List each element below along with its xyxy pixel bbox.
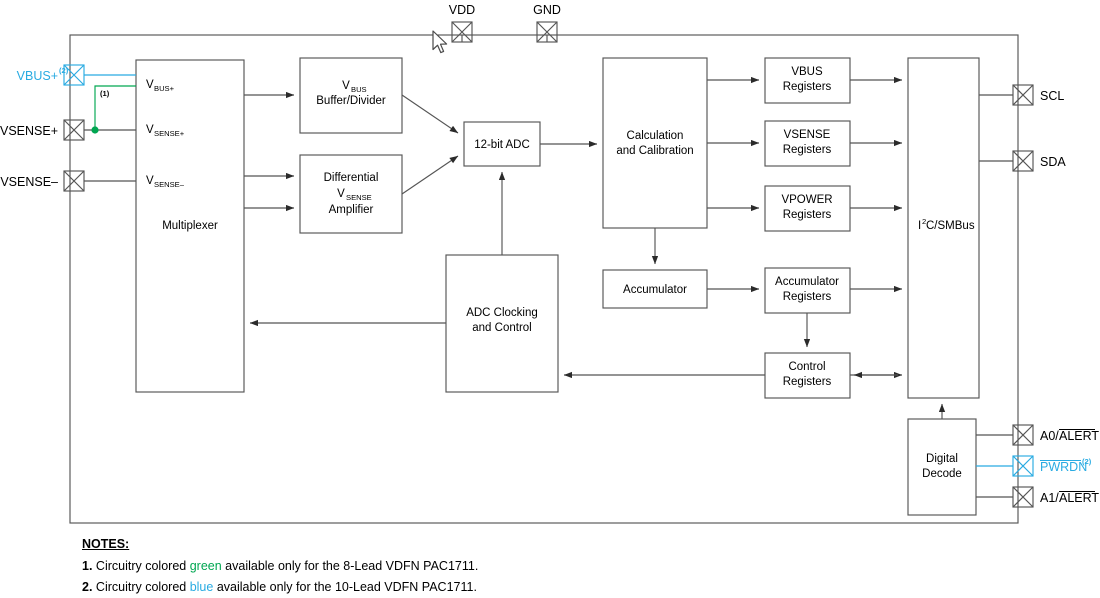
notes-header: NOTES: xyxy=(82,537,130,551)
i2c-smbus-block xyxy=(907,57,980,399)
pin-label-gnd: GND xyxy=(533,3,561,17)
pin-label-pwrdn: PWRDN (2) xyxy=(1040,457,1092,474)
note-item-1: 1. Circuitry colored green available onl… xyxy=(82,556,882,576)
multiplexer-label: Multiplexer xyxy=(162,220,218,232)
pin-label-vdd: VDD xyxy=(449,3,475,17)
wire-green-note1 xyxy=(94,85,136,130)
wire-diffamp-to-adc xyxy=(401,155,459,195)
pin-label-a0-alert-text: ALERT xyxy=(1059,429,1099,443)
vpower-registers-line1: VPOWER xyxy=(781,194,832,206)
pin-label-sda: SDA xyxy=(1040,155,1066,169)
notes-section: NOTES: 1. Circuitry colored green availa… xyxy=(82,534,882,597)
accumulator-registers-line2: Registers xyxy=(783,291,832,303)
mux-port-vsense-plus: V SENSE+ xyxy=(146,124,185,138)
vbus-buffer-line1-sub: BUS xyxy=(351,85,367,94)
pin-pwrdn-symbol xyxy=(1012,455,1034,477)
multiplexer-block xyxy=(135,59,245,393)
pin-label-a1-prefix: A1/ xyxy=(1040,491,1059,505)
vbus-buffer-line2: Buffer/Divider xyxy=(316,95,386,107)
vbus-buffer-line1-base: V xyxy=(342,80,350,92)
mux-port-vsense-plus-sub: SENSE+ xyxy=(154,129,185,138)
pin-label-vbus-plus-sup: (2) xyxy=(59,66,69,75)
wire-vbusbuf-to-adc xyxy=(401,94,459,134)
i2c-smbus-label: I 2 C/SMBus xyxy=(918,217,975,232)
i2c-sup: 2 xyxy=(922,217,926,226)
adc-label: 12-bit ADC xyxy=(474,139,530,151)
pin-label-vbus-plus-text: VBUS+ xyxy=(17,69,58,83)
calculation-line2: and Calibration xyxy=(616,145,693,157)
control-registers-line1: Control xyxy=(788,361,825,373)
accumulator-label: Accumulator xyxy=(623,284,687,296)
vbus-buffer-label: V BUS Buffer/Divider xyxy=(316,80,386,107)
control-registers-line2: Registers xyxy=(783,376,832,388)
mux-port-vsense-minus-base: V xyxy=(146,175,154,187)
mux-port-vbus-plus-sub: BUS+ xyxy=(154,84,175,93)
digital-decode-line1: Digital xyxy=(926,453,958,465)
digital-decode-line2: Decode xyxy=(922,468,962,480)
pin-sda-symbol xyxy=(1012,150,1034,172)
i2c-rest: C/SMBus xyxy=(926,220,975,232)
pin-label-a1-alert-text: ALERT xyxy=(1059,491,1099,505)
pin-label-vsense-minus: VSENSE– xyxy=(0,175,58,189)
pin-scl-symbol xyxy=(1012,84,1034,106)
pin-vsense-minus-symbol xyxy=(63,170,85,192)
pin-a1-alert-symbol xyxy=(1012,486,1034,508)
pin-label-a1-alert: A1/ ALERT xyxy=(1040,490,1099,505)
note-1-pre: Circuitry colored xyxy=(95,559,190,574)
diff-amp-line3: Amplifier xyxy=(329,204,374,216)
diff-amp-line2-sub: SENSE xyxy=(346,193,372,202)
pin-label-a0-prefix: A0/ xyxy=(1040,429,1059,443)
calculation-line1: Calculation xyxy=(627,130,684,142)
vpower-registers-line2: Registers xyxy=(783,209,832,221)
pin-vsense-plus-symbol xyxy=(63,119,85,141)
note-1-color-word: green xyxy=(189,559,222,574)
mux-port-vbus-plus-base: V xyxy=(146,79,154,91)
adc-clocking-line2: and Control xyxy=(472,322,531,334)
accumulator-registers-line1: Accumulator xyxy=(775,276,839,288)
green-junction-dot xyxy=(91,126,99,134)
vsense-registers-line1: VSENSE xyxy=(784,129,831,141)
i2c-base: I xyxy=(918,220,921,232)
note-2-number: 2. xyxy=(82,579,93,594)
note-1-number: 1. xyxy=(82,559,93,574)
mux-port-vbus-plus: V BUS+ xyxy=(146,79,175,93)
digital-decode-block xyxy=(907,418,977,516)
pin-label-a0-alert: A0/ ALERT xyxy=(1040,428,1099,443)
diff-amp-label: Differential V SENSE Amplifier xyxy=(324,172,379,216)
calculation-block xyxy=(602,57,708,229)
diff-amp-line2-base: V xyxy=(337,188,345,200)
pin-label-vsense-plus: VSENSE+ xyxy=(0,124,58,138)
mux-port-vsense-plus-base: V xyxy=(146,124,154,136)
vsense-registers-line2: Registers xyxy=(783,144,832,156)
diff-amp-line1: Differential xyxy=(324,172,379,184)
note-2-post: available only for the 10-Lead VDFN PAC1… xyxy=(213,579,477,594)
note-1-post: available only for the 8-Lead VDFN PAC17… xyxy=(221,559,479,574)
pin-label-scl: SCL xyxy=(1040,89,1064,103)
note-2-color-word: blue xyxy=(189,579,214,594)
note-item-2: 2. Circuitry colored blue available only… xyxy=(82,577,882,597)
pin-label-pwrdn-text: PWRDN xyxy=(1040,460,1087,474)
mux-port-vsense-minus: V SENSE– xyxy=(146,175,185,189)
green-note-marker: (1) xyxy=(100,89,110,98)
pin-label-pwrdn-sup: (2) xyxy=(1082,457,1092,466)
vbus-registers-line1: VBUS xyxy=(791,66,823,78)
vbus-registers-line2: Registers xyxy=(783,81,832,93)
pin-label-vbus-plus: VBUS+ (2) xyxy=(17,66,69,83)
note-2-pre: Circuitry colored xyxy=(95,579,190,594)
pin-a0-alert-symbol xyxy=(1012,424,1034,446)
chip-boundary xyxy=(69,34,1019,524)
mux-port-vsense-minus-sub: SENSE– xyxy=(154,180,185,189)
adc-clocking-line1: ADC Clocking xyxy=(466,307,538,319)
